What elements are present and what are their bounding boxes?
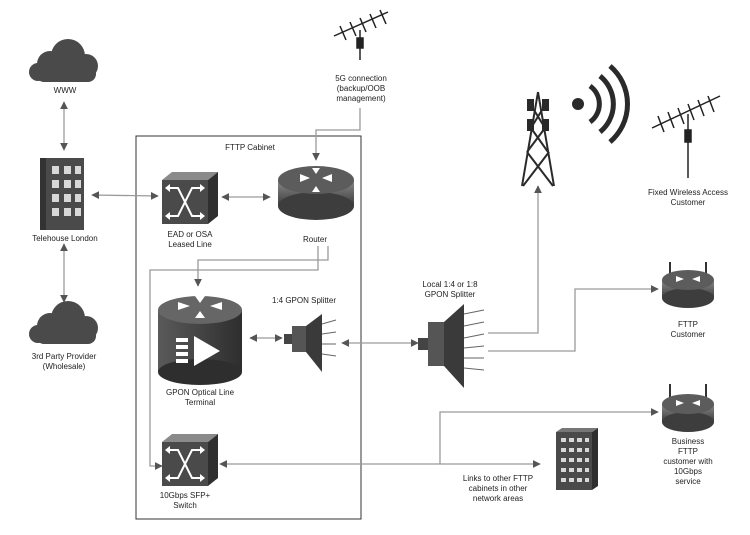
fixed-wireless-label: Fixed Wireless Access Customer (647, 188, 729, 207)
switch-icon (162, 434, 218, 486)
link-5g-router (312, 108, 361, 161)
router-label: Router (302, 235, 327, 244)
cloud-icon (29, 39, 98, 82)
third-party-label: 3rd Party Provider (Wholesale) (31, 352, 97, 371)
datacenter-building-icon (556, 428, 598, 490)
router-icon (662, 384, 714, 432)
telehouse-label: Telehouse London (32, 234, 98, 243)
business-customer-label: Business FTTP customer with 10Gbps servi… (663, 437, 713, 486)
fiveg-label: 5G connection (backup/OOB management) (335, 74, 387, 103)
office-building-icon (40, 158, 84, 230)
splitter-icon (418, 304, 485, 388)
ead-label: EAD or OSA Leased Line (167, 230, 213, 249)
olt-label: GPON Optical Line Terminal (165, 388, 235, 407)
splitter-icon (284, 314, 337, 372)
fttp-cabinet-box (135, 135, 362, 520)
link-telehouse-ead (91, 191, 159, 200)
antenna-icon (651, 95, 721, 178)
link-router-switch (149, 246, 319, 470)
wireless-signal-icon (572, 64, 630, 144)
link-local-tower (488, 185, 542, 334)
cabinet-title: FTTP Cabinet (225, 143, 275, 152)
link-switch-business (219, 408, 659, 468)
antenna-icon (333, 9, 389, 60)
olt-icon (158, 296, 242, 385)
fttp-customer-label: FTTP Customer (670, 320, 706, 339)
router-icon (662, 262, 714, 308)
switch-icon (162, 172, 218, 224)
link-router-olt (194, 246, 329, 287)
connections (60, 101, 659, 470)
router-icon (278, 166, 354, 220)
www-label: WWW (53, 86, 77, 95)
cloud-icon (29, 301, 98, 344)
local-splitter-label: Local 1:4 or 1:8 GPON Splitter (422, 280, 478, 299)
other-cabinets-label: Links to other FTTP cabinets in other ne… (462, 474, 534, 503)
splitter14-label: 1:4 GPON Splitter (271, 296, 337, 305)
link-local-fttp (488, 285, 659, 352)
switch-label: 10Gbps SFP+ Switch (159, 491, 211, 510)
cell-tower-icon (521, 91, 555, 187)
